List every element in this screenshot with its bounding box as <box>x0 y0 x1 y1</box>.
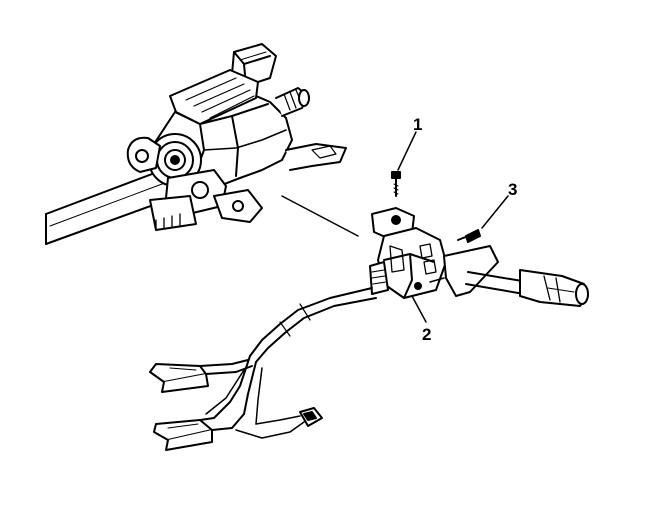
multifunction-switch-icon <box>369 207 447 299</box>
callout-1: 1 <box>413 115 423 134</box>
leader-line <box>411 295 427 323</box>
screw-icon <box>457 195 509 243</box>
wiring-harness-icon <box>149 287 377 451</box>
callout-2: 2 <box>422 325 432 344</box>
screw-icon <box>391 131 417 197</box>
callout-3: 3 <box>508 180 518 199</box>
steering-column-icon <box>45 43 359 245</box>
turn-signal-lever-icon <box>443 245 589 307</box>
